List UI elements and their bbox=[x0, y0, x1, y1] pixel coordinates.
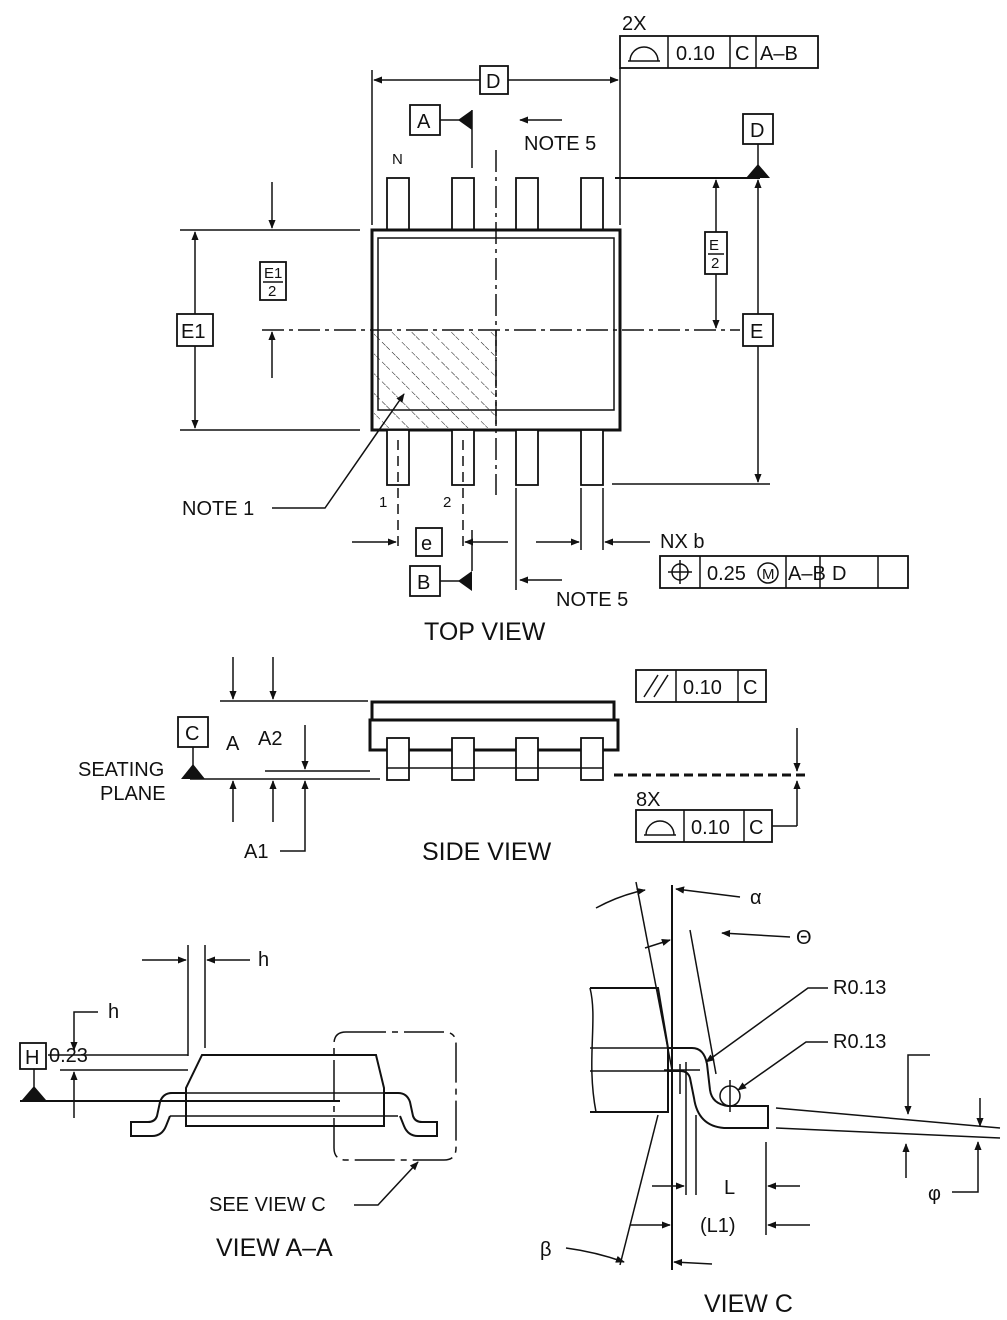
side-view-title: SIDE VIEW bbox=[422, 838, 552, 866]
lead-c bbox=[668, 1047, 769, 1129]
package-section-aa bbox=[185, 1054, 385, 1127]
nx-b-label: NX b bbox=[660, 531, 704, 553]
fcf-par-datum: C bbox=[743, 677, 757, 699]
dim-e-half-den: 2 bbox=[711, 255, 719, 272]
dim-e-label: E bbox=[750, 321, 763, 343]
fcf-top-tol: 0.10 bbox=[676, 43, 715, 65]
datum-b-label: B bbox=[417, 572, 430, 594]
view-c: α Θ R0.13 R0.13 φ L (L1) β VIEW C bbox=[540, 881, 1001, 1318]
dim-e1-half-num: E1 bbox=[264, 265, 282, 282]
fcf-par-tol: 0.10 bbox=[683, 677, 722, 699]
pin1-label: 1 bbox=[379, 494, 387, 511]
fcf-pos-tol: 0.25 bbox=[707, 563, 746, 585]
view-c-title: VIEW C bbox=[704, 1290, 793, 1318]
lead-left-aa bbox=[130, 1092, 186, 1137]
side-view: 0.10 C C A A2 SEATING PL bbox=[78, 657, 810, 866]
package-body-c bbox=[590, 987, 669, 1113]
phi-label: φ bbox=[928, 1183, 941, 1205]
profile-of-surface-icon bbox=[628, 46, 660, 62]
dim-e1-label: E1 bbox=[181, 321, 205, 343]
fcf-pos-datums: A–B bbox=[788, 563, 826, 585]
parallelism-icon bbox=[643, 674, 669, 698]
h-left-label: h bbox=[108, 1001, 119, 1023]
top-leads bbox=[386, 177, 604, 231]
fcf-pos-mmc: M bbox=[762, 566, 775, 583]
dim-e1-half-den: 2 bbox=[268, 283, 276, 300]
package-body-side bbox=[368, 718, 620, 752]
view-c-callout-box bbox=[333, 1031, 457, 1161]
seating-label-2: PLANE bbox=[100, 783, 166, 805]
pin-n-label: N bbox=[392, 151, 403, 168]
dim-e-pitch-label: e bbox=[421, 533, 432, 555]
view-aa: h h H 0.23 SEE VIEW C VIEW A–A bbox=[19, 945, 457, 1262]
alpha-label: α bbox=[750, 887, 762, 909]
see-view-c-label: SEE VIEW C bbox=[209, 1194, 326, 1216]
dim-e-half-num: E bbox=[709, 237, 719, 254]
val-023-label: 0.23 bbox=[49, 1045, 88, 1067]
fcf-position: 0.25 M A–B D bbox=[659, 555, 909, 589]
beta-label: β bbox=[540, 1239, 552, 1261]
fcf-parallel: 0.10 C bbox=[635, 669, 767, 703]
fcf-prof-tol: 0.10 bbox=[691, 817, 730, 839]
package-body-side-top bbox=[370, 700, 616, 722]
r2-label: R0.13 bbox=[833, 1031, 886, 1053]
fcf-top-datum: C bbox=[735, 43, 749, 65]
fcf-profile-top: 0.10 C A–B bbox=[619, 35, 819, 69]
mmc-circle-m-icon bbox=[757, 562, 779, 584]
l-label: L bbox=[724, 1177, 735, 1199]
fcf-pos-datum-d: D bbox=[832, 563, 846, 585]
note5-bottom-label: NOTE 5 bbox=[556, 589, 628, 611]
true-position-icon bbox=[668, 560, 692, 584]
note1-label: NOTE 1 bbox=[182, 498, 254, 520]
datum-d-label: D bbox=[750, 120, 764, 142]
fcf-profile-side: 0.10 C bbox=[635, 809, 773, 843]
dim-a1-label: A1 bbox=[244, 841, 268, 863]
fcf-top-datums: A–B bbox=[760, 43, 798, 65]
profile-of-surface-icon-2 bbox=[644, 820, 676, 836]
count-2x-label: 2X bbox=[622, 13, 646, 35]
seating-label-1: SEATING bbox=[78, 759, 164, 781]
datum-c-label: C bbox=[185, 723, 199, 745]
count-8x-label: 8X bbox=[636, 789, 660, 811]
dim-a-label: A bbox=[226, 733, 240, 755]
h-top-label: h bbox=[258, 949, 269, 971]
top-view: 2X 0.10 C A–B D A NOTE 5 D bbox=[176, 13, 909, 646]
l1-label: (L1) bbox=[700, 1215, 736, 1237]
dim-d-label: D bbox=[486, 71, 500, 93]
dim-a2-label: A2 bbox=[258, 728, 282, 750]
note5-top-label: NOTE 5 bbox=[524, 133, 596, 155]
pin2-label: 2 bbox=[443, 494, 451, 511]
theta-label: Θ bbox=[796, 927, 812, 949]
view-aa-title: VIEW A–A bbox=[216, 1234, 333, 1262]
datum-h-label: H bbox=[25, 1047, 39, 1069]
pin1-hatch-area bbox=[374, 330, 496, 428]
bottom-leads bbox=[386, 429, 604, 486]
r1-label: R0.13 bbox=[833, 977, 886, 999]
datum-a-label: A bbox=[417, 111, 431, 133]
fcf-prof-datum: C bbox=[749, 817, 763, 839]
lead-right-aa bbox=[384, 1092, 438, 1137]
side-leads bbox=[386, 737, 604, 781]
top-view-title: TOP VIEW bbox=[424, 618, 546, 646]
